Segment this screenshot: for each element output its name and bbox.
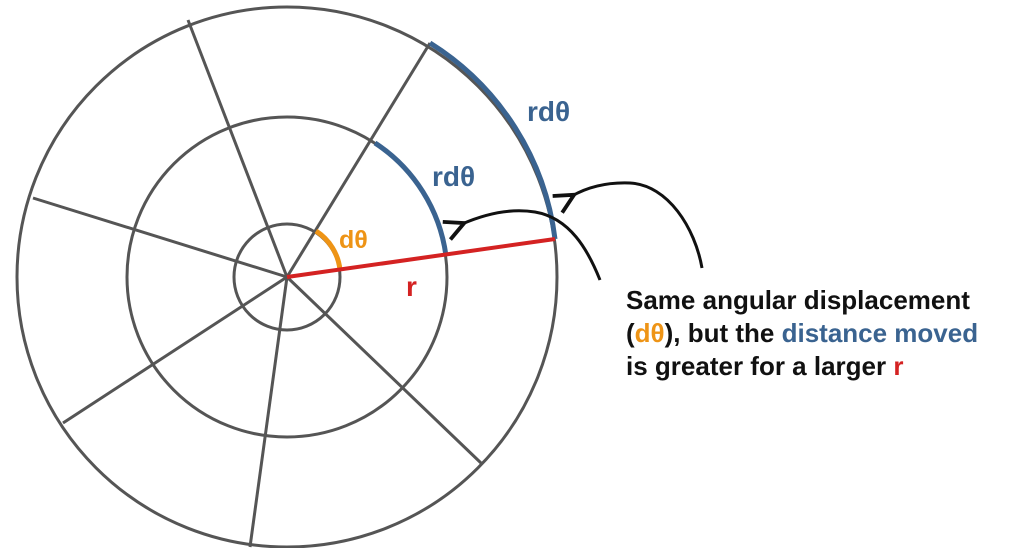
caption-distance-moved: distance moved bbox=[781, 318, 979, 348]
inner-arc-label: rdθ bbox=[432, 161, 475, 192]
spoke-line bbox=[62, 275, 288, 425]
outer-circle bbox=[15, 5, 559, 549]
caption-dtheta-symbol: dθ bbox=[634, 318, 665, 348]
angle-arc-dtheta bbox=[314, 228, 343, 271]
caption-line-3: is greater for a larger r bbox=[626, 351, 904, 381]
middle-circle bbox=[125, 115, 449, 439]
caption-line-2: (dθ), but the distance moved bbox=[626, 318, 979, 348]
spoke-line bbox=[285, 42, 432, 278]
spoke-line bbox=[248, 276, 289, 548]
caption-text: Same angular displacement (dθ), but the … bbox=[626, 284, 1022, 383]
caption-r-symbol: r bbox=[893, 351, 904, 381]
inner-arc-rdtheta bbox=[373, 140, 449, 257]
radius-line bbox=[286, 237, 556, 279]
inner-circle bbox=[232, 222, 342, 332]
spoke-line bbox=[285, 275, 483, 465]
spoke-line bbox=[186, 19, 289, 278]
arrow-to-outer-arc bbox=[572, 181, 704, 269]
angle-label: dθ bbox=[339, 226, 368, 254]
arrow-to-inner-arc bbox=[462, 209, 602, 281]
outer-arc-label: rdθ bbox=[527, 96, 570, 127]
caption-line-1: Same angular displacement bbox=[626, 285, 970, 315]
spoke-line bbox=[32, 196, 288, 279]
outer-arc-rdtheta bbox=[428, 40, 558, 240]
radius-label: r bbox=[406, 271, 417, 302]
